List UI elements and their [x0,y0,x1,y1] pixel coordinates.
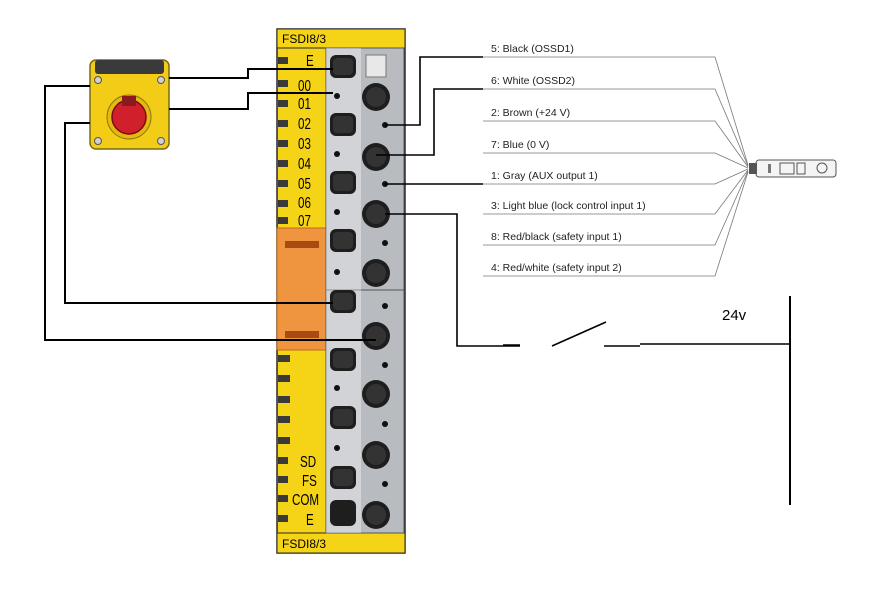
channel-label-sd: SD [300,453,316,470]
estop-stem [122,96,136,106]
terminal-contacts-left [330,55,356,526]
wire-label-1: 5: Black (OSSD1) [491,43,574,55]
channel-label-fs: FS [302,472,317,489]
channel-label-07: 07 [298,212,311,229]
indicator-ticks [278,57,290,522]
terminal-contacts-right [362,54,390,529]
channel-label-02: 02 [298,115,311,132]
channel-label-04: 04 [298,155,311,172]
estop-screw-tr [157,76,165,84]
channel-label-e-bottom: E [306,511,314,528]
channel-label-e-top: E [306,52,314,69]
safety-io-module: FSDI8/3 FSDI8/3 E 00 01 02 03 04 [276,28,406,554]
module-name-bottom: FSDI8/3 [282,537,326,551]
wire-label-5: 1: Gray (AUX output 1) [491,170,598,182]
estop-screw-tl [94,76,102,84]
wire-labels: 5: Black (OSSD1) 6: White (OSSD2) 2: Bro… [491,43,646,274]
estop-screw-br [157,137,165,145]
wire-label-8: 4: Red/white (safety input 2) [491,262,622,274]
label-leader-lines [483,56,749,277]
wire-label-6: 3: Light blue (lock control input 1) [491,200,646,212]
module-name-top: FSDI8/3 [282,32,326,46]
estop-top-cap [95,60,164,74]
channel-label-01: 01 [298,95,311,112]
wire-label-7: 8: Red/black (safety input 1) [491,231,622,243]
channel-label-00: 00 [298,77,311,94]
wire-label-2: 6: White (OSSD2) [491,75,575,87]
channel-label-03: 03 [298,135,311,152]
channel-label-com: COM [292,491,319,508]
orange-slot-lower [285,331,319,338]
safety-sensor [749,159,837,178]
emergency-stop-button [89,59,170,150]
estop-wires [44,68,376,341]
switch [503,321,790,347]
supply-voltage-label: 24v [722,307,747,324]
channel-label-05: 05 [298,175,311,192]
channel-label-06: 06 [298,194,311,211]
orange-slot-upper [285,241,319,248]
estop-screw-bl [94,137,102,145]
sensor-wires [376,56,520,347]
wire-label-3: 2: Brown (+24 V) [491,107,570,119]
wire-label-4: 7: Blue (0 V) [491,139,549,151]
